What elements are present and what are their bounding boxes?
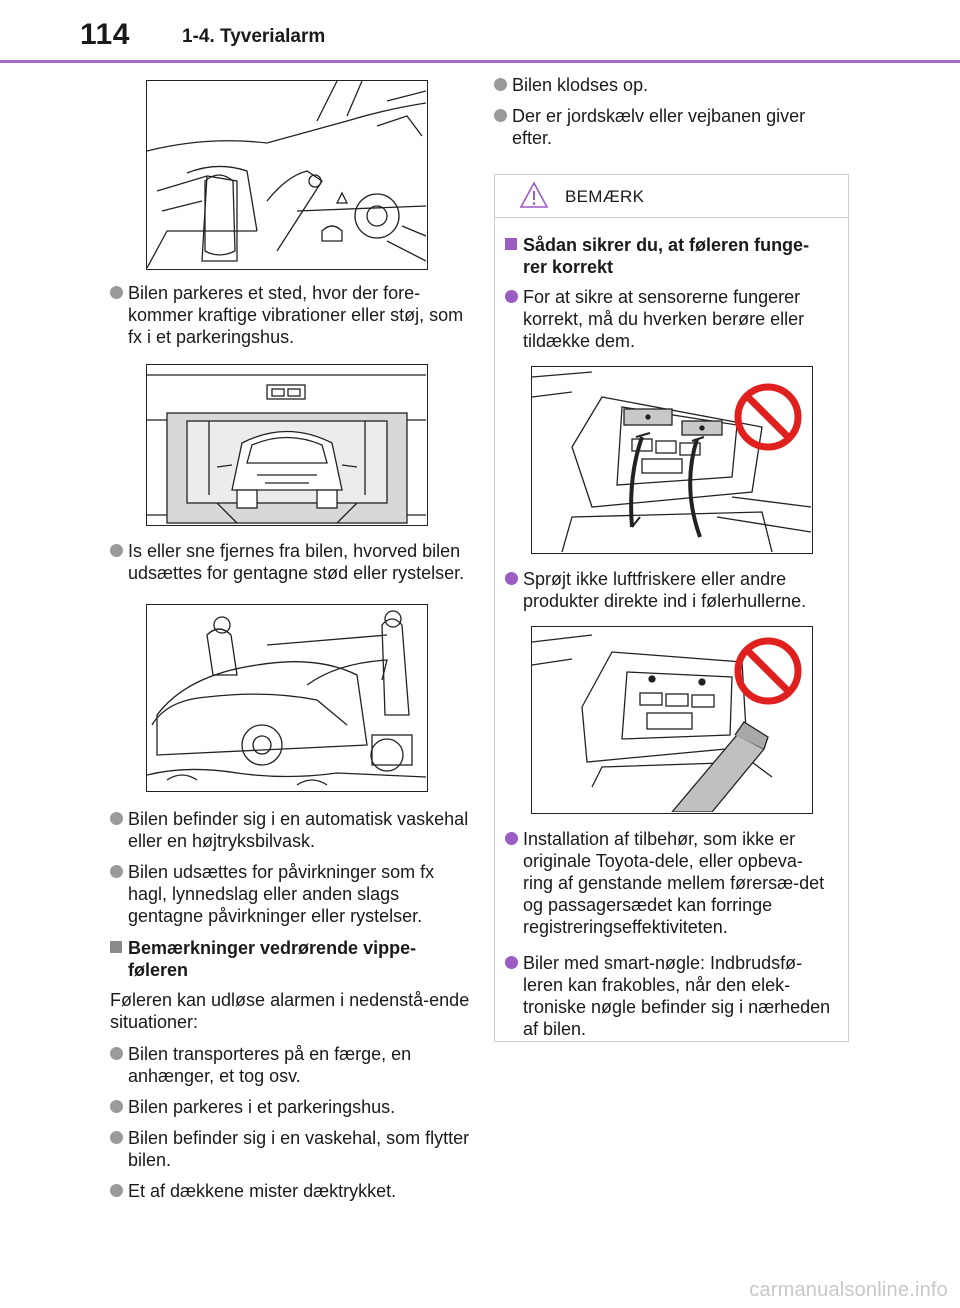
section-title: 1-4. Tyverialarm (182, 26, 326, 47)
bullet-icon (110, 1047, 123, 1060)
illustration-do-not-touch-sensors (531, 366, 813, 554)
list-item: Bilen befinder sig i en vaskehal, som fl… (110, 1127, 470, 1171)
bullet-icon (505, 832, 518, 845)
bullet-icon (110, 1131, 123, 1144)
right-column: Bilen klodses op. Der er jordskælv eller… (494, 74, 850, 158)
list-item: Bilen parkeres et sted, hvor der fore-ko… (110, 282, 470, 348)
bullet-icon (110, 865, 123, 878)
list-item: Bilen befinder sig i en automatisk vaske… (110, 808, 470, 852)
notice-heading: Sådan sikrer du, at føleren funge-rer ko… (505, 234, 832, 278)
notice-box: BEMÆRK Sådan sikrer du, at føleren funge… (494, 174, 849, 1042)
bullet-icon (110, 1100, 123, 1113)
section-heading: Bemærkninger vedrørende vippe-føleren (110, 937, 470, 981)
header-divider (0, 60, 960, 63)
bullet-icon (110, 544, 123, 557)
left-column: Bilen parkeres et sted, hvor der fore-ko… (110, 80, 470, 1211)
list-item: Bilen udsættes for påvirkninger som fx h… (110, 861, 470, 927)
illustration-no-spray (531, 626, 813, 814)
square-bullet-icon (110, 941, 122, 953)
bullet-icon (110, 812, 123, 825)
list-item: Bilen parkeres i et parkeringshus. (110, 1096, 470, 1118)
bullet-icon (494, 78, 507, 91)
list-item: Sprøjt ikke luftfriskere eller andre pro… (505, 568, 832, 612)
notice-body: Sådan sikrer du, at føleren funge-rer ko… (495, 218, 848, 1040)
square-bullet-icon (505, 238, 517, 250)
bullet-icon (505, 956, 518, 969)
list-item: Der er jordskælv eller vejbanen giver ef… (494, 105, 850, 149)
watermark: carmanualsonline.info (749, 1279, 948, 1301)
bullet-icon (494, 109, 507, 122)
list-item: Et af dækkene mister dæktrykket. (110, 1180, 470, 1202)
list-item: For at sikre at sensorerne fungerer korr… (505, 286, 832, 352)
paragraph: Føleren kan udløse alarmen i nedenstå-en… (110, 990, 470, 1032)
page-header: 114 1-4. Tyverialarm (0, 0, 960, 64)
warning-triangle-icon (519, 181, 549, 208)
list-item: Installation af tilbehør, som ikke er or… (505, 828, 832, 938)
list-item: Biler med smart-nøgle: Indbrudsfø-leren … (505, 952, 832, 1040)
page-number: 114 (80, 18, 130, 51)
bullet-icon (505, 290, 518, 303)
illustration-snow-removal (146, 604, 428, 792)
list-item: Bilen klodses op. (494, 74, 850, 96)
illustration-car-wash (146, 364, 428, 526)
notice-title: BEMÆRK (565, 187, 645, 206)
illustration-parked-car-interior (146, 80, 428, 270)
notice-header: BEMÆRK (495, 175, 848, 218)
list-item: Is eller sne fjernes fra bilen, hvorved … (110, 540, 470, 584)
bullet-icon (110, 286, 123, 299)
bullet-icon (505, 572, 518, 585)
bullet-icon (110, 1184, 123, 1197)
list-item: Bilen transporteres på en færge, en anhæ… (110, 1043, 470, 1087)
